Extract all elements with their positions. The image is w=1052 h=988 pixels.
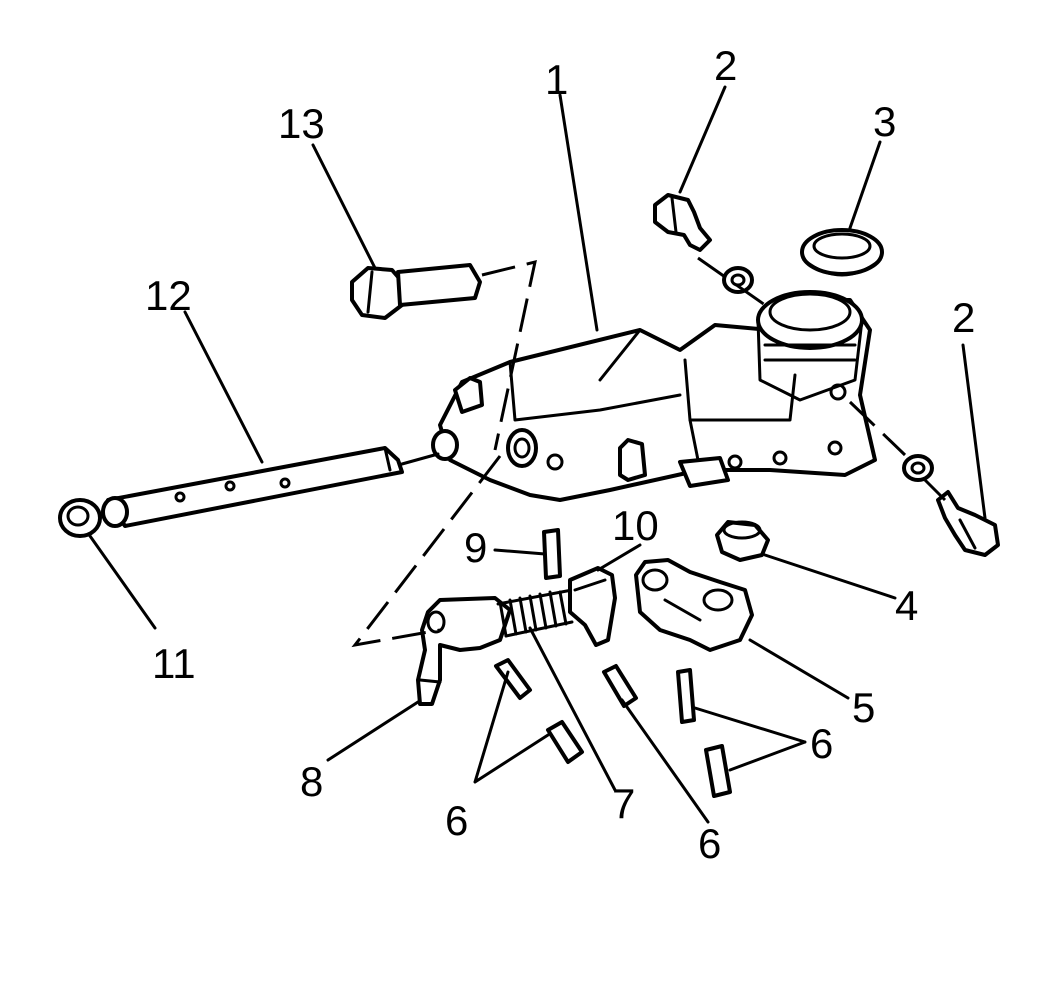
part-3-seal xyxy=(800,228,884,277)
callout-1: 1 xyxy=(545,56,568,103)
callout-labels: 1 2 2 3 4 5 6 6 6 7 8 9 10 11 12 13 xyxy=(145,42,975,867)
callout-11: 11 xyxy=(152,640,196,687)
part-12-shaft xyxy=(101,446,440,528)
part-11-ring xyxy=(58,498,102,538)
pin-d xyxy=(676,668,696,724)
leader-lines xyxy=(88,85,987,824)
part-6-pins xyxy=(494,658,732,798)
callout-10: 10 xyxy=(612,502,659,549)
callout-6-middle: 6 xyxy=(698,820,721,867)
callout-7: 7 xyxy=(612,780,635,827)
callout-13: 13 xyxy=(278,100,325,147)
callout-2-right: 2 xyxy=(952,294,975,341)
callout-2-upper: 2 xyxy=(714,42,737,89)
callout-4: 4 xyxy=(895,582,918,629)
callout-5: 5 xyxy=(852,684,875,731)
callout-3: 3 xyxy=(873,98,896,145)
pin-b xyxy=(546,720,584,764)
part-4-bushing xyxy=(715,520,770,562)
part-5-lever xyxy=(634,558,754,652)
callout-6-left: 6 xyxy=(445,797,468,844)
pin-c xyxy=(602,664,638,708)
part-13-bolt xyxy=(350,263,482,320)
part-1-shift-cover xyxy=(431,290,877,502)
callout-8: 8 xyxy=(300,758,323,805)
pin-a xyxy=(494,658,532,700)
callout-9: 9 xyxy=(464,524,487,571)
part-2-bolt-upper xyxy=(653,193,754,294)
pin-e xyxy=(704,744,732,798)
callout-12: 12 xyxy=(145,272,192,319)
part-7-spring xyxy=(496,588,574,638)
part-2-bolt-lower xyxy=(902,454,1000,557)
callout-6-right: 6 xyxy=(810,720,833,767)
assembly-lines xyxy=(351,256,947,648)
part-9-pin xyxy=(542,528,562,580)
part-8-shift-fork xyxy=(416,596,512,706)
part-10-block xyxy=(568,566,617,647)
